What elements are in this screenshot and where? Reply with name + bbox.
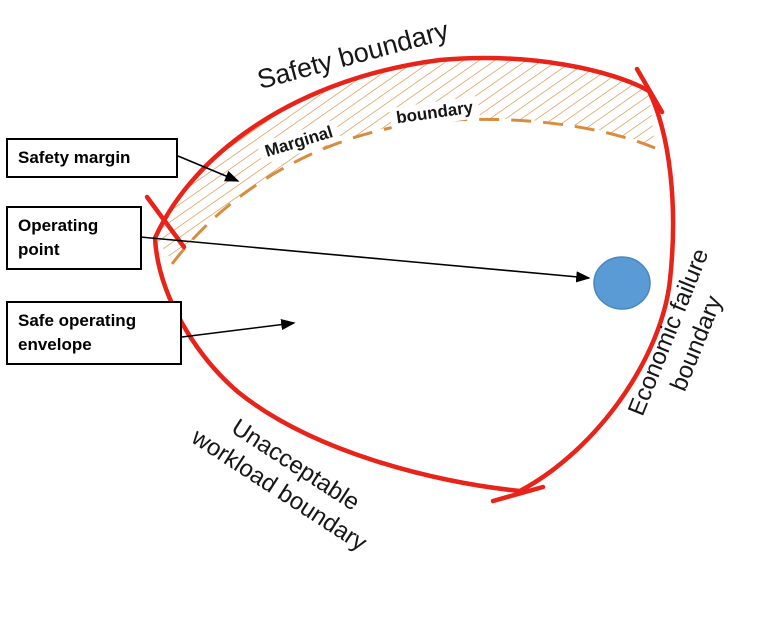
arrow-safe-envelope — [181, 319, 296, 338]
operating-point-dot — [593, 256, 651, 310]
safety-margin-hatch-region — [155, 58, 655, 264]
boundary-tick-top-right — [634, 66, 665, 115]
callout-safety-margin-label: Safety margin — [18, 148, 131, 167]
boundary-tick-bottom — [490, 484, 546, 504]
callout-operating-point-line2: point — [18, 239, 60, 259]
safe-envelope-boundary-curve — [152, 55, 676, 494]
callout-safe-envelope-line1: Safe operating — [18, 311, 137, 330]
callout-safe-envelope: Safe operating envelope — [6, 301, 182, 365]
arrow-safety-margin — [177, 155, 240, 182]
callout-operating-point-line1: Operating — [18, 216, 99, 235]
callout-safety-margin: Safety margin — [6, 138, 178, 178]
callout-safe-envelope-line2: envelope — [18, 334, 92, 354]
callout-operating-point: Operating point — [6, 206, 142, 270]
arrow-operating-point — [139, 236, 591, 283]
boundary-tick-left — [144, 194, 187, 250]
